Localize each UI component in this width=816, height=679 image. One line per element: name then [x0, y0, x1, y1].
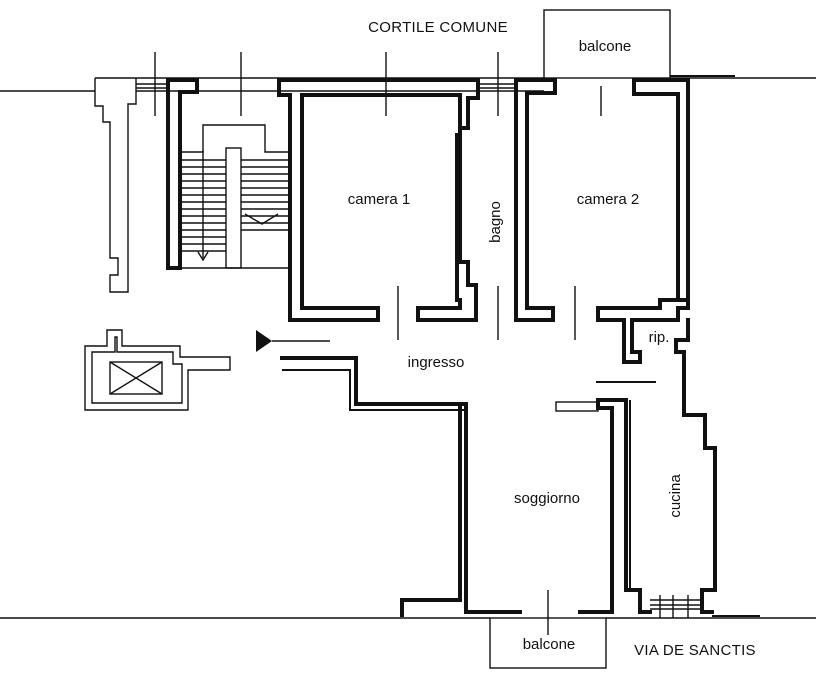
- kitchen-label: cucina: [667, 474, 684, 518]
- neighbour-wall: [94, 78, 137, 293]
- street-label: VIA DE SANCTIS: [634, 642, 756, 659]
- doors: [272, 286, 576, 342]
- balcony-top: [543, 9, 671, 79]
- kitchen-window: [650, 595, 700, 618]
- bedroom-1-label: camera 1: [348, 191, 411, 208]
- staircase: [179, 124, 291, 269]
- facade-lines: [0, 75, 816, 619]
- hall-label: ingresso: [408, 354, 465, 371]
- bedroom-2-label: camera 2: [577, 191, 640, 208]
- living-label: soggiorno: [514, 490, 580, 507]
- stair-treads: [180, 159, 290, 252]
- storage-label: rip.: [649, 329, 670, 346]
- window-ticks: [136, 52, 602, 116]
- lift-shaft: [84, 329, 231, 411]
- walls: [166, 78, 717, 617]
- entrance-arrow-icon: [256, 330, 272, 352]
- bathroom-label: bagno: [487, 201, 504, 243]
- courtyard-label: CORTILE COMUNE: [368, 19, 508, 36]
- balcony-top-label: balcone: [579, 38, 632, 55]
- balcony-bottom-label: balcone: [523, 636, 576, 653]
